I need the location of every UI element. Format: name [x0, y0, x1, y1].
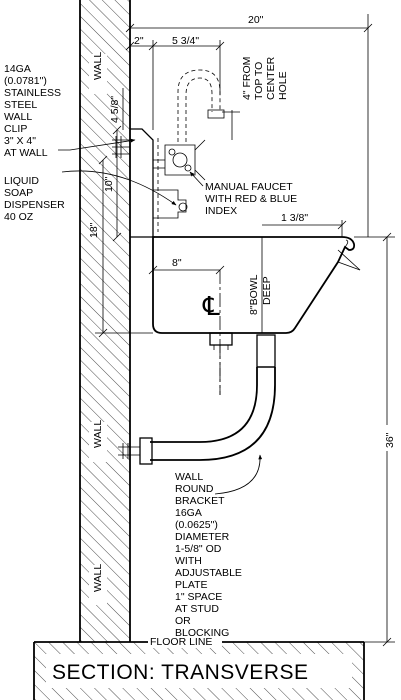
svg-text:STEEL: STEEL — [4, 99, 37, 111]
bracket-note: WALL ROUND BRACKET 16GA (0.0625") DIAMET… — [175, 454, 263, 639]
section-title: SECTION: TRANSVERSE — [52, 661, 309, 684]
dim-dispenser-10: 10" — [103, 176, 115, 192]
svg-text:MANUAL FAUCET: MANUAL FAUCET — [205, 181, 293, 193]
dim-rim-1-3-8: 1 3/8" — [281, 212, 308, 224]
dim-clip-4-5-8: 4 5/8" — [109, 96, 121, 123]
svg-text:1" SPACE: 1" SPACE — [175, 591, 222, 603]
svg-text:DISPENSER: DISPENSER — [4, 199, 65, 211]
svg-text:STAINLESS: STAINLESS — [4, 87, 61, 99]
dimension-lines: 20" 2" 5 3/4" 4" FROM TOP TO CENTER HOLE… — [88, 14, 396, 647]
svg-text:AT WALL: AT WALL — [4, 147, 48, 159]
dim-offset-2: 2" — [134, 35, 144, 47]
svg-text:OR: OR — [175, 615, 191, 627]
wall-label-bottom: WALL — [92, 564, 104, 592]
svg-text:BLOCKING: BLOCKING — [175, 627, 229, 639]
svg-text:4" FROM: 4" FROM — [241, 57, 253, 100]
dim-bowl-deep-1: 8"BOWL — [248, 274, 260, 315]
svg-text:WALL: WALL — [175, 471, 203, 483]
svg-text:WITH: WITH — [175, 555, 202, 567]
svg-text:DIAMETER: DIAMETER — [175, 531, 230, 543]
svg-text:BRACKET: BRACKET — [175, 495, 225, 507]
manual-faucet — [153, 69, 225, 232]
wall-label-middle: WALL — [92, 420, 104, 448]
svg-text:TOP TO: TOP TO — [253, 62, 265, 100]
dim-center-hole-text: 4" FROM TOP TO CENTER HOLE — [241, 56, 289, 100]
svg-text:SOAP: SOAP — [4, 187, 33, 199]
svg-text:CLIP: CLIP — [4, 123, 27, 135]
svg-text:HOLE: HOLE — [277, 71, 289, 100]
soap-dispenser — [153, 189, 188, 219]
svg-text:CENTER: CENTER — [265, 56, 277, 100]
svg-text:PLATE: PLATE — [175, 579, 207, 591]
dim-bowl-deep-2: DEEP — [261, 276, 273, 305]
sink-bowl: ℄ — [152, 236, 356, 395]
floor-section: FLOOR LINE SECTION: TRANSVERSE — [33, 634, 395, 700]
dim-overall-width: 20" — [248, 14, 264, 26]
svg-text:INDEX: INDEX — [205, 205, 237, 217]
dim-height-36: 36" — [384, 432, 396, 448]
svg-text:WITH RED & BLUE: WITH RED & BLUE — [205, 193, 297, 205]
svg-text:LIQUID: LIQUID — [4, 175, 39, 187]
centerline-symbol: ℄ — [202, 291, 220, 321]
soap-dispenser-note: LIQUID SOAP DISPENSER 40 OZ — [4, 170, 177, 223]
svg-text:1-5/8" OD: 1-5/8" OD — [175, 543, 222, 555]
svg-text:(0.0625"): (0.0625") — [175, 519, 218, 531]
wall-clip — [112, 128, 155, 238]
svg-text:16GA: 16GA — [175, 507, 202, 519]
svg-text:ADJUSTABLE: ADJUSTABLE — [175, 567, 242, 579]
dim-height-18: 18" — [88, 222, 100, 238]
wall-label-top: WALL — [92, 52, 104, 80]
faucet-note: MANUAL FAUCET WITH RED & BLUE INDEX — [189, 171, 297, 217]
svg-text:3" X 4": 3" X 4" — [4, 135, 36, 147]
svg-text:(0.0781"): (0.0781") — [4, 75, 47, 87]
drain-bracket-pipe — [118, 334, 276, 465]
svg-text:AT STUD: AT STUD — [175, 603, 219, 615]
dim-bowl-8: 8" — [172, 257, 182, 269]
wall-section: WALL WALL WALL — [79, 0, 131, 642]
wall-clip-note: 14GA (0.0781") STAINLESS STEEL WALL CLIP… — [4, 63, 136, 159]
svg-text:WALL: WALL — [4, 111, 32, 123]
svg-text:40 OZ: 40 OZ — [4, 211, 34, 223]
svg-text:ROUND: ROUND — [175, 483, 214, 495]
dim-offset-5-3-4: 5 3/4" — [172, 35, 199, 47]
floor-line-label: FLOOR LINE — [150, 636, 212, 648]
svg-text:14GA: 14GA — [4, 63, 31, 75]
